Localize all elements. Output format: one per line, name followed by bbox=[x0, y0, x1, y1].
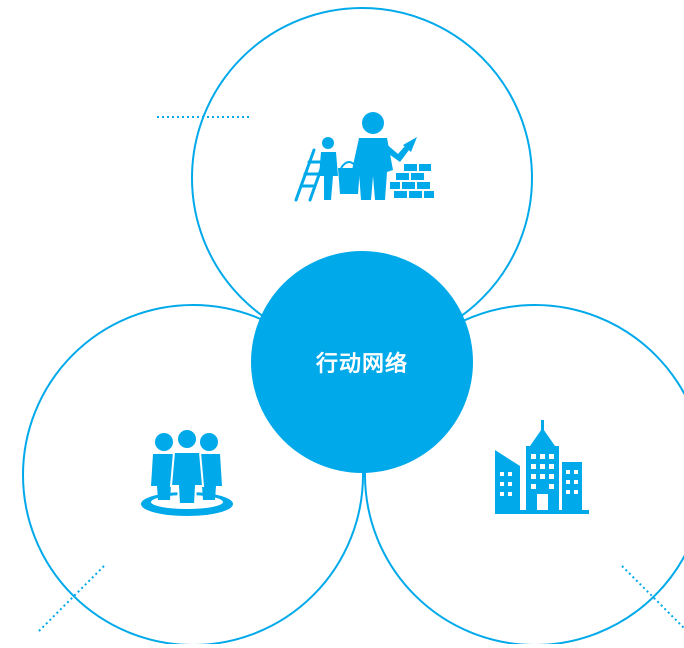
city-buildings-icon bbox=[495, 420, 589, 514]
center-circle bbox=[251, 251, 473, 473]
construction-workers-icon bbox=[294, 112, 434, 202]
left-dotted-leader bbox=[37, 565, 105, 633]
center-title: 行动网络 bbox=[315, 352, 408, 377]
group-of-people-icon bbox=[141, 428, 233, 516]
